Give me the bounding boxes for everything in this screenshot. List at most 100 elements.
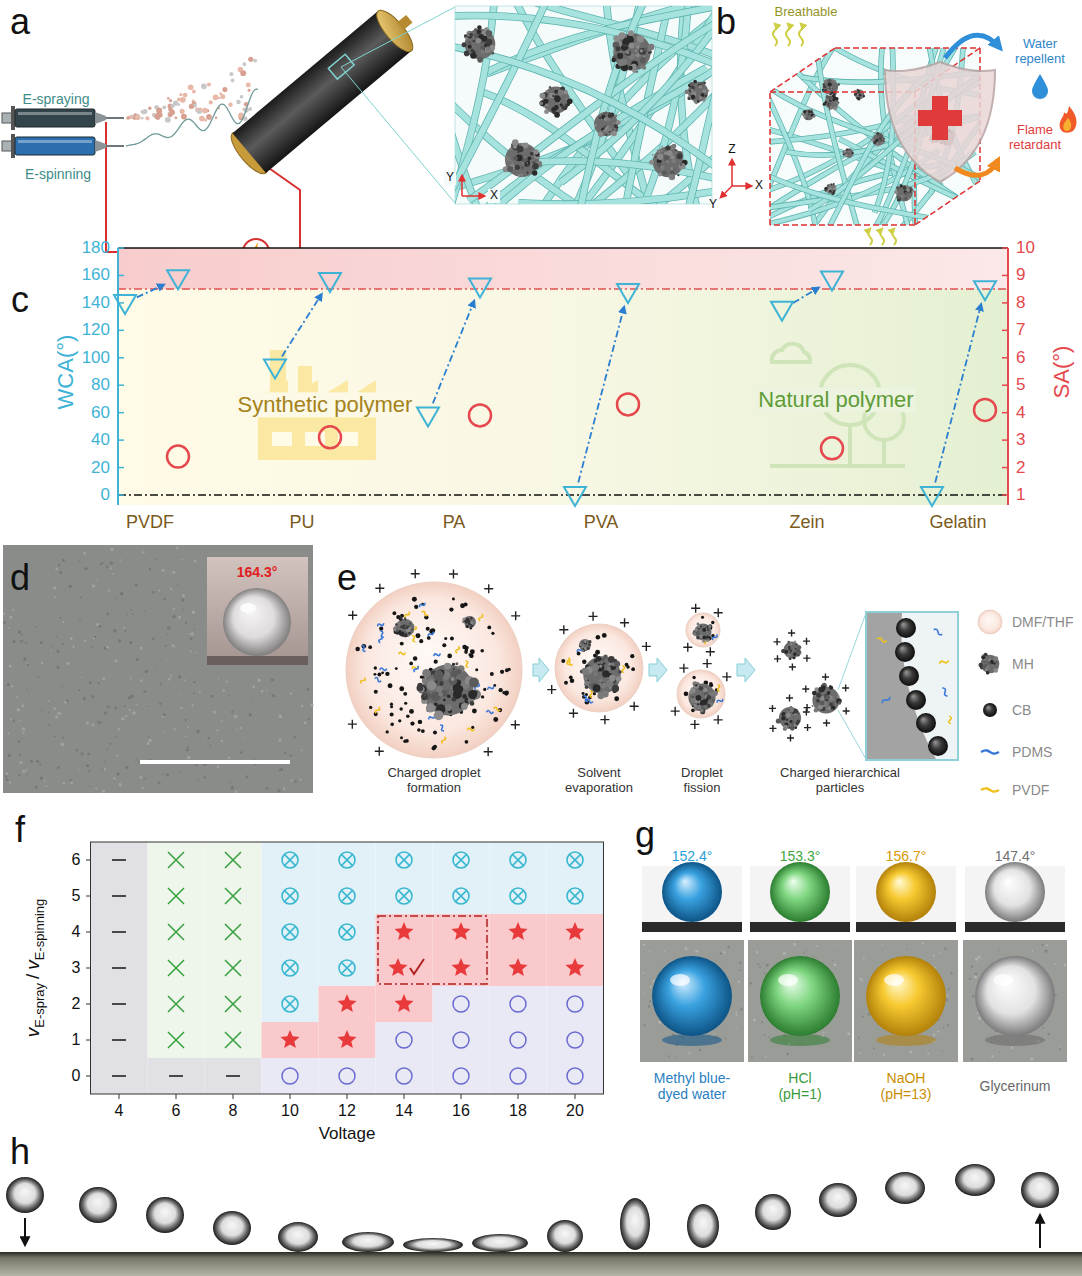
- mh-grain: [605, 134, 607, 136]
- mh-grain: [596, 654, 598, 656]
- mh-grain: [614, 35, 621, 42]
- mh-grain: [513, 145, 517, 149]
- mh-grain: [691, 688, 694, 691]
- photo-grain: [301, 749, 303, 751]
- mh-grain: [876, 143, 879, 146]
- photo-grain: [76, 749, 78, 751]
- mh-grain: [432, 674, 434, 676]
- charge-sign: [787, 734, 794, 741]
- photo-grain: [118, 728, 121, 731]
- mh-grain: [797, 719, 800, 722]
- sa-marker: [469, 404, 491, 426]
- mh-core: [396, 619, 415, 638]
- regime-cell: [205, 986, 262, 1022]
- fiber: [661, 150, 939, 246]
- polymer-chain: [374, 677, 382, 682]
- droplet-highlight: [240, 603, 256, 613]
- mh-grain: [545, 106, 547, 108]
- spray-particle: [231, 79, 235, 83]
- regime-cell: [148, 914, 205, 950]
- photo-grain: [12, 720, 14, 722]
- photo-grain: [86, 722, 89, 725]
- mh-grain: [697, 705, 702, 710]
- regime-cell: [490, 986, 547, 1022]
- mh-grain: [640, 57, 646, 63]
- photo-grain: [228, 694, 230, 696]
- spray-particle: [236, 100, 241, 105]
- photo-grain: [89, 681, 92, 684]
- carbon-black: [395, 667, 398, 670]
- bead-symbol: [284, 926, 295, 937]
- bead-symbol: [341, 854, 352, 865]
- syringe-tip: [95, 112, 106, 124]
- mh-core: [464, 616, 476, 628]
- mh-grain: [846, 149, 848, 151]
- fiber: [455, 6, 552, 204]
- plot-frame: [118, 247, 1008, 249]
- mh-grain: [401, 625, 403, 627]
- mh-grain: [692, 632, 695, 635]
- photo-grain: [92, 724, 94, 726]
- mh-grain: [526, 162, 528, 164]
- fiber-only-symbol: [453, 996, 469, 1012]
- mh-grain: [617, 53, 623, 59]
- air-flow: [786, 24, 790, 46]
- polymer-chain: [487, 685, 495, 691]
- photo-grain: [128, 696, 131, 699]
- regime-cell: [148, 878, 205, 914]
- carbon-black: [426, 627, 430, 631]
- spray-particle: [145, 116, 149, 120]
- carbon-black: [400, 736, 403, 739]
- mh-grain: [791, 707, 793, 709]
- fiber-outline: [645, 6, 712, 204]
- photo-grain: [20, 640, 23, 643]
- photo-grain: [102, 790, 105, 793]
- photo-grain: [80, 596, 82, 598]
- charge-sign: [569, 709, 578, 718]
- spray-particle: [162, 105, 166, 109]
- spray-particle: [181, 114, 187, 120]
- photo-grain: [107, 705, 110, 708]
- mh-grain: [857, 89, 859, 91]
- axis-tick: [1002, 357, 1008, 359]
- bead-symbol: [284, 998, 295, 1009]
- mh-grain: [896, 195, 900, 199]
- bead-symbol: [339, 924, 355, 940]
- mh-grain: [911, 190, 914, 193]
- regime-cell: [490, 914, 547, 950]
- success-star: [451, 958, 470, 976]
- photo-grain: [178, 675, 181, 678]
- carbon-black: [500, 670, 504, 674]
- photo-grain: [85, 567, 88, 570]
- bead-symbol: [455, 890, 466, 901]
- mh-grain: [462, 694, 467, 699]
- regime-cell: [376, 914, 433, 950]
- photo-grain: [129, 709, 131, 711]
- mh-core: [844, 149, 853, 158]
- mh-grain: [469, 627, 472, 630]
- mh-grain: [611, 131, 616, 136]
- wca-marker: [264, 359, 286, 378]
- photo-grain: [62, 685, 63, 686]
- success-star: [394, 922, 413, 940]
- mh-grain: [831, 91, 833, 93]
- mh-grain: [695, 627, 698, 630]
- charge-sign: [642, 642, 651, 651]
- photo-grain: [162, 773, 164, 775]
- photo-grain: [116, 755, 118, 757]
- fiber-outline: [572, 6, 697, 204]
- spray-particle: [218, 97, 221, 100]
- mh-grain: [409, 623, 411, 625]
- photo-grain: [119, 783, 122, 786]
- photo-grain: [194, 560, 197, 563]
- mh-grain: [593, 684, 601, 692]
- regime-cell: [205, 878, 262, 914]
- carbon-black: [483, 688, 486, 691]
- change-arrow: [935, 305, 981, 483]
- syringe-tip: [95, 140, 106, 152]
- carbon-black: [400, 642, 404, 646]
- mh-grain: [984, 659, 986, 661]
- mh-grain: [616, 120, 621, 125]
- scale-bar: [140, 760, 290, 764]
- photo-grain: [113, 629, 117, 633]
